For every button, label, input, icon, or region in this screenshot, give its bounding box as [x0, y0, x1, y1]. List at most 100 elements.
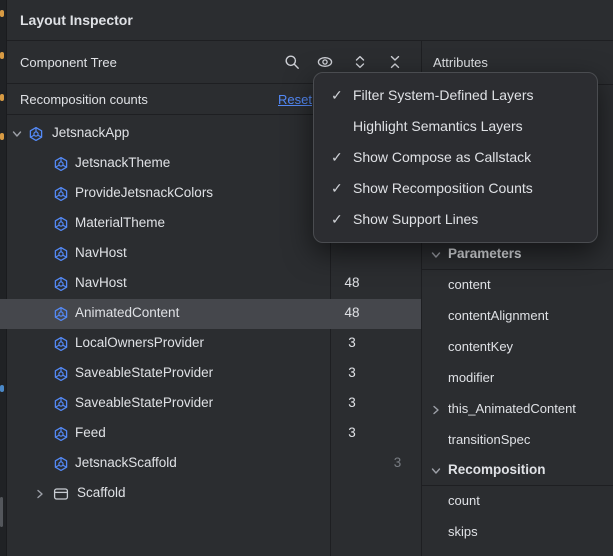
compose-node-icon — [53, 246, 69, 262]
tree-node-label: NavHost — [75, 245, 127, 260]
recomposition-count: 3 — [330, 425, 374, 440]
attributes-body: Parameters content contentAlignment cont… — [422, 240, 613, 548]
tree-node-label: JetsnackScaffold — [75, 455, 177, 470]
chevron-right-icon[interactable] — [33, 487, 47, 501]
recomposition-count: 48 — [330, 305, 374, 320]
tree-node-label: JetsnackTheme — [75, 155, 170, 170]
checkmark-icon: ✓ — [331, 87, 351, 104]
tree-node-label: LocalOwnersProvider — [75, 335, 204, 350]
menu-item-highlight-semantics[interactable]: Highlight Semantics Layers — [314, 112, 597, 143]
section-title: Parameters — [448, 246, 522, 261]
attribute-row[interactable]: this_AnimatedContent — [422, 394, 613, 425]
compose-node-icon — [53, 396, 69, 412]
tree-row[interactable]: SaveableStateProvider 3 — [7, 359, 421, 389]
edge-scrollbar[interactable] — [0, 497, 3, 527]
attribute-name: skips — [448, 524, 478, 539]
tree-row[interactable]: JetsnackScaffold 3 — [7, 449, 421, 479]
tree-node-label: NavHost — [75, 275, 127, 290]
recomposition-count: 3 — [330, 365, 374, 380]
compose-node-icon — [53, 216, 69, 232]
tree-row[interactable]: NavHost 48 — [7, 269, 421, 299]
chevron-down-icon[interactable] — [429, 464, 443, 478]
tree-node-label: SaveableStateProvider — [75, 365, 213, 380]
attribute-name: modifier — [448, 370, 494, 385]
menu-item-label: Show Compose as Callstack — [353, 149, 531, 165]
tree-node-label: ProvideJetsnackColors — [75, 185, 213, 200]
menu-item-label: Show Recomposition Counts — [353, 180, 533, 196]
attribute-row[interactable]: contentAlignment — [422, 301, 613, 332]
tree-row[interactable]: SaveableStateProvider 3 — [7, 389, 421, 419]
attributes-title: Attributes — [422, 55, 488, 70]
compose-node-icon — [53, 276, 69, 292]
attribute-name: count — [448, 493, 480, 508]
attribute-name: transitionSpec — [448, 432, 530, 447]
edge-marker — [0, 94, 4, 101]
tree-row[interactable]: LocalOwnersProvider 3 — [7, 329, 421, 359]
window-edge-strip — [0, 0, 7, 556]
section-title: Recomposition — [448, 462, 546, 477]
tree-node-label: AnimatedContent — [75, 305, 179, 320]
menu-item-label: Show Support Lines — [353, 211, 478, 227]
attribute-name: content — [448, 277, 491, 292]
tree-row-selected[interactable]: AnimatedContent 48 — [7, 299, 421, 329]
recomposition-count: 48 — [330, 275, 374, 290]
attribute-row[interactable]: contentKey — [422, 332, 613, 363]
recomposition-skips: 3 — [374, 455, 421, 470]
layout-view-icon — [53, 486, 69, 502]
chevron-right-icon[interactable] — [429, 403, 443, 417]
section-recomposition[interactable]: Recomposition — [422, 456, 613, 486]
menu-item-filter-system-layers[interactable]: ✓ Filter System-Defined Layers — [314, 81, 597, 112]
attribute-name: contentAlignment — [448, 308, 548, 323]
edge-marker — [0, 10, 4, 17]
attribute-row[interactable]: content — [422, 270, 613, 301]
compose-node-icon — [53, 306, 69, 322]
compose-node-icon — [53, 426, 69, 442]
attribute-name: this_AnimatedContent — [448, 401, 576, 416]
checkmark-icon: ✓ — [331, 149, 351, 166]
attribute-row[interactable]: count — [422, 486, 613, 517]
tree-row[interactable]: Feed 3 — [7, 419, 421, 449]
page-title: Layout Inspector — [7, 12, 133, 28]
tree-node-label: MaterialTheme — [75, 215, 165, 230]
view-options-menu: ✓ Filter System-Defined Layers Highlight… — [313, 72, 598, 243]
chevron-down-icon[interactable] — [429, 248, 443, 262]
menu-item-label: Highlight Semantics Layers — [353, 118, 523, 134]
component-tree-title: Component Tree — [7, 55, 117, 70]
attribute-row[interactable]: modifier — [422, 363, 613, 394]
compose-node-icon — [53, 366, 69, 382]
menu-item-show-recomposition-counts[interactable]: ✓ Show Recomposition Counts — [314, 174, 597, 205]
panel-titlebar: Layout Inspector — [7, 0, 613, 41]
compose-node-icon — [28, 126, 44, 142]
tree-row[interactable]: Scaffold — [7, 479, 421, 509]
section-parameters[interactable]: Parameters — [422, 240, 613, 270]
collapse-all-icon[interactable] — [387, 54, 403, 70]
compose-node-icon — [53, 186, 69, 202]
tree-node-label: SaveableStateProvider — [75, 395, 213, 410]
edge-marker — [0, 385, 4, 392]
expand-all-icon[interactable] — [352, 54, 368, 70]
checkmark-icon: ✓ — [331, 211, 351, 228]
reset-counts-link[interactable]: Reset — [278, 92, 312, 107]
view-options-eye-icon[interactable] — [317, 54, 333, 70]
chevron-down-icon[interactable] — [10, 127, 24, 141]
edge-marker — [0, 133, 4, 140]
menu-item-show-support-lines[interactable]: ✓ Show Support Lines — [314, 205, 597, 236]
compose-node-icon — [53, 156, 69, 172]
compose-node-icon — [53, 456, 69, 472]
recomposition-count: 3 — [330, 335, 374, 350]
edge-marker — [0, 52, 4, 59]
menu-item-show-compose-callstack[interactable]: ✓ Show Compose as Callstack — [314, 143, 597, 174]
search-icon[interactable] — [284, 54, 300, 70]
tree-node-label: Scaffold — [77, 485, 126, 500]
attribute-row[interactable]: skips — [422, 517, 613, 548]
tree-row[interactable]: NavHost — [7, 239, 421, 269]
menu-item-label: Filter System-Defined Layers — [353, 87, 534, 103]
tree-node-label: Feed — [75, 425, 106, 440]
checkmark-icon: ✓ — [331, 180, 351, 197]
attribute-row[interactable]: transitionSpec — [422, 425, 613, 456]
compose-node-icon — [53, 336, 69, 352]
recomposition-count: 3 — [330, 395, 374, 410]
tree-node-label: JetsnackApp — [52, 125, 129, 140]
attribute-name: contentKey — [448, 339, 513, 354]
